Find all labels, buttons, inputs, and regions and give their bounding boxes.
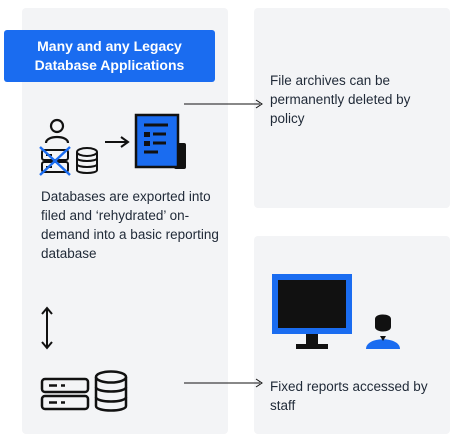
reporting-database-icon: [94, 370, 128, 412]
monitor-icon: [272, 274, 352, 349]
user-icon: [44, 118, 70, 144]
arrow-updown-icon: [41, 306, 53, 350]
reports-panel: [254, 236, 450, 434]
staff-person-icon: [366, 314, 400, 349]
connector-arrow-archive: [184, 99, 263, 109]
arrow-right-icon: [105, 136, 130, 148]
server-crossed-icon: [39, 146, 71, 176]
server-icon: [40, 377, 90, 411]
title-line-2: Database Applications: [34, 57, 185, 73]
connector-arrow-reports: [184, 378, 263, 388]
archive-deletion-text: File archives can be permanently deleted…: [270, 73, 411, 126]
document-icon: [134, 113, 186, 169]
legacy-apps-title: Many and any Legacy Database Application…: [4, 30, 215, 82]
rehydration-description: Databases are exported into filed and ‘r…: [41, 189, 219, 261]
archive-panel: [254, 8, 450, 208]
fixed-reports-text: Fixed reports accessed by staff: [270, 379, 428, 413]
database-icon: [76, 147, 98, 174]
title-line-1: Many and any Legacy: [37, 38, 182, 54]
